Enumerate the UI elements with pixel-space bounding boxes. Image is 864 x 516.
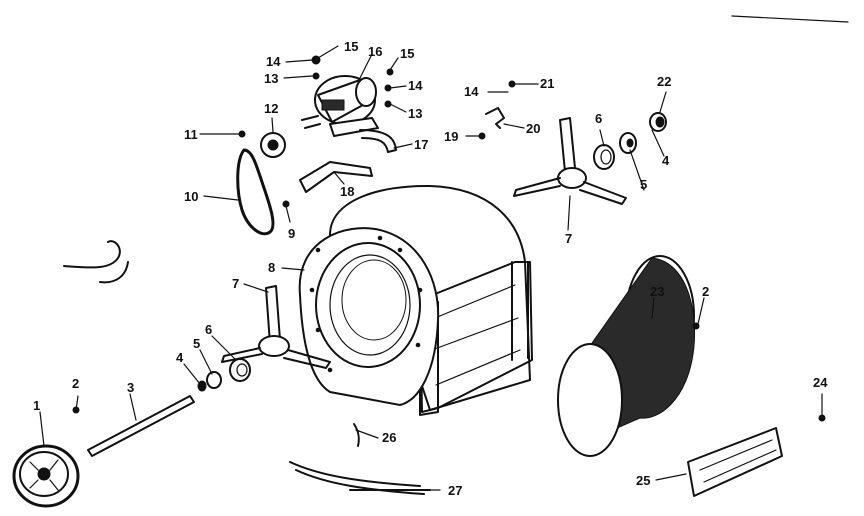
callout-washer-top-left: 14 [266, 54, 281, 69]
callout-washer-left: 4 [176, 350, 184, 365]
callout-housing: 8 [268, 260, 275, 275]
callout-wire-clip: 26 [382, 430, 396, 445]
callout-motor-pulley: 12 [264, 101, 278, 116]
right-bracket [513, 117, 627, 205]
callout-pulley: 1 [33, 398, 40, 413]
motor-pulley [260, 132, 286, 158]
left-bearing [229, 358, 251, 382]
callout-screw-right: 2 [702, 284, 709, 299]
callout-clip: 20 [526, 121, 540, 136]
callout-motor: 16 [368, 44, 382, 59]
callout-belt: 10 [184, 189, 198, 204]
left-bracket [221, 285, 331, 369]
border-mark [731, 15, 849, 23]
callout-washer-top-right: 14 [464, 84, 479, 99]
callout-wheel: 23 [650, 284, 664, 299]
wire-harness [63, 240, 129, 284]
callout-shaft: 3 [127, 380, 134, 395]
pulley [12, 444, 80, 508]
callout-nut-left: 13 [264, 71, 278, 86]
screw-plate [818, 414, 826, 422]
callout-plate: 25 [636, 473, 650, 488]
left-collar [206, 371, 222, 389]
callout-screw-clip: 19 [444, 129, 458, 144]
shaft [87, 395, 195, 457]
callout-washer-top-mid: 14 [408, 78, 423, 93]
leader-lines [39, 45, 823, 491]
blower-wheel [557, 255, 695, 457]
callout-collar-right: 5 [640, 177, 647, 192]
callout-rail: 27 [448, 483, 462, 498]
callout-mount-bracket: 18 [340, 184, 354, 199]
callout-key: 11 [184, 127, 198, 142]
nut-top-left [312, 72, 320, 80]
motor-mount [359, 129, 397, 153]
callout-bearing-right: 6 [595, 111, 602, 126]
callout-washer-right: 4 [662, 153, 670, 168]
callout-screw-left: 2 [72, 376, 79, 391]
right-collar [619, 132, 637, 154]
callout-bracket-right: 7 [565, 231, 572, 246]
callout-nut-right: 13 [408, 106, 422, 121]
right-bearing [593, 144, 615, 170]
callout-screw-plate: 24 [813, 375, 828, 390]
clip [485, 107, 505, 129]
motor [301, 75, 379, 137]
callout-screw-top: 21 [540, 76, 554, 91]
callout-bracket-left: 7 [232, 276, 239, 291]
callout-bolt-top-left: 15 [344, 39, 358, 54]
callout-bolt-top-right: 15 [400, 46, 414, 61]
blower-housing [298, 184, 533, 416]
callout-motor-mount: 17 [414, 137, 428, 152]
plate [687, 427, 783, 497]
callout-collar-top: 22 [657, 74, 671, 89]
callout-bolt-belt: 9 [288, 226, 295, 241]
rail [289, 461, 431, 495]
callout-bearing-left: 6 [205, 322, 212, 337]
belt [236, 148, 275, 236]
callout-collar-left: 5 [193, 336, 200, 351]
wire-clip [353, 423, 360, 447]
mount-bracket [299, 161, 373, 193]
screw-right [692, 322, 700, 330]
top-collar [649, 112, 667, 132]
